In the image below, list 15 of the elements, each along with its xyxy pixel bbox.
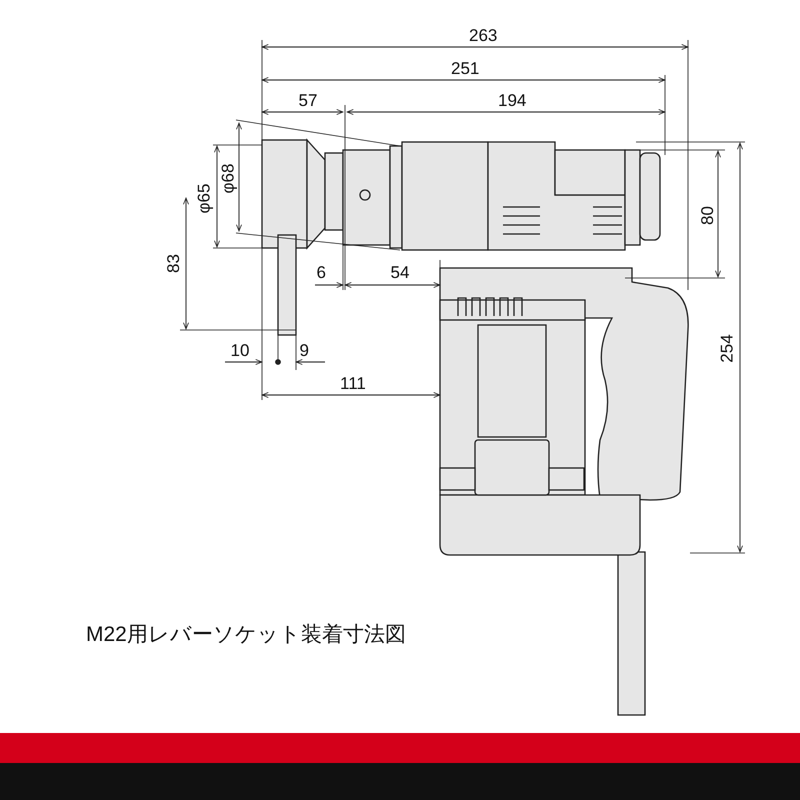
dimension-value: 57: [298, 92, 318, 108]
dimension-value: φ65: [195, 183, 212, 213]
dimension-value: φ68: [219, 163, 236, 193]
dimension-value: 6: [316, 264, 326, 280]
dimension-value: 111: [340, 374, 366, 392]
dimension-value: 9: [300, 342, 309, 358]
drawing-caption: M22用レバーソケット装着寸法図: [86, 622, 407, 648]
dimension-value: 54: [390, 264, 410, 280]
dimension-value: 263: [469, 26, 498, 44]
dimension-value: 83: [164, 254, 182, 272]
dimension-value: 80: [698, 206, 716, 224]
dimension-value: 251: [451, 60, 480, 76]
dimension-value: 254: [718, 334, 736, 362]
dimension-value: 194: [498, 92, 526, 108]
dimension-value: 10: [230, 342, 250, 358]
